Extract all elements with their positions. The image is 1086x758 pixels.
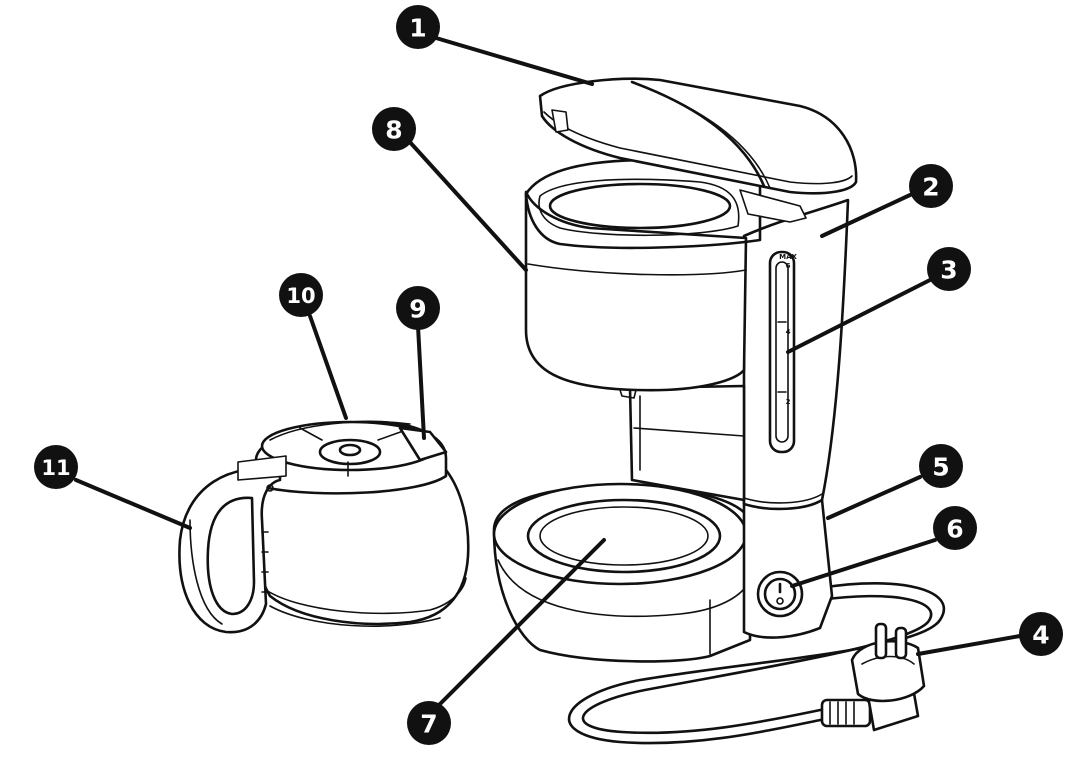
water-gauge-max: MAX [779,253,797,261]
callout-1: 1 [396,5,440,49]
callout-4: 4 [1019,612,1063,656]
callout-8: 8 [372,107,416,151]
callout-4-label: 4 [1032,621,1049,650]
callout-8-label: 8 [385,116,402,145]
glass-carafe [178,420,470,634]
callout-11-label: 11 [41,456,70,480]
callout-2: 2 [909,164,953,208]
callout-11: 11 [34,445,78,489]
callout-6: 6 [933,506,977,550]
top-lid [538,77,858,223]
water-gauge-mark-4: 4 [786,328,791,336]
callout-3: 3 [927,247,971,291]
callout-10-label: 10 [286,284,315,308]
warming-plate-base [492,482,752,663]
callout-7: 7 [407,701,451,745]
callout-1-label: 1 [409,14,426,43]
callout-3-label: 3 [940,256,957,285]
power-plug [820,622,926,732]
water-gauge-mark-2: 2 [786,398,791,406]
callout-leaders [74,36,1022,710]
callout-5-label: 5 [932,453,949,482]
callout-9-label: 9 [409,295,426,324]
power-switch[interactable] [756,570,804,618]
callout-6-label: 6 [946,515,963,544]
water-gauge-mark-6: 6 [786,262,791,270]
power-cord [567,582,946,745]
callout-9: 9 [396,286,440,330]
callout-10: 10 [279,273,323,317]
callout-2-label: 2 [922,173,939,202]
main-housing: MAX 6 4 2 [628,198,850,639]
filter-basket-holder [524,158,762,399]
callout-5: 5 [919,444,963,488]
callout-7-label: 7 [420,710,437,739]
